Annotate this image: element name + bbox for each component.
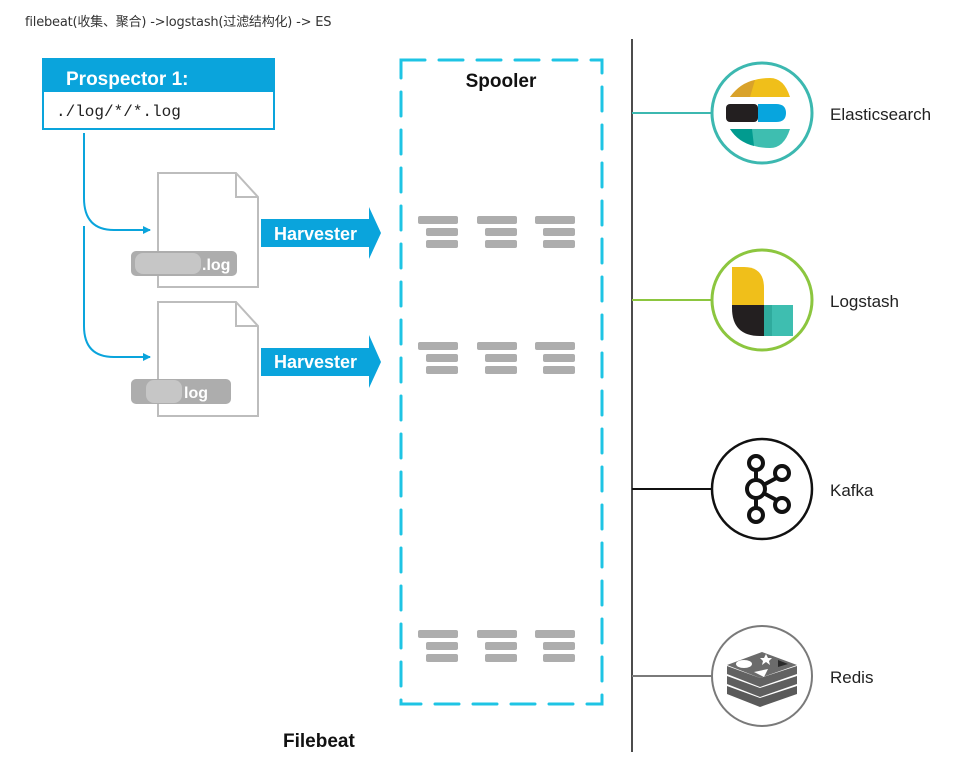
file-name-1: .log (202, 257, 230, 274)
event-stack-icon (477, 630, 517, 662)
event-bar (418, 630, 458, 638)
output-label-kafka: Kafka (830, 481, 874, 500)
harvester-label-1: Harvester (274, 224, 357, 244)
harvester-label-2: Harvester (274, 352, 357, 372)
event-stack-icon (535, 630, 575, 662)
event-bar (543, 228, 575, 236)
output-logstash[interactable]: Logstash (632, 248, 899, 352)
event-bar (485, 240, 517, 248)
caption: filebeat(收集、聚合) ->logstash(过滤结构化) -> ES (25, 15, 332, 30)
event-bar (426, 228, 458, 236)
event-bar (535, 630, 575, 638)
event-bar (426, 240, 458, 248)
event-bar (543, 240, 575, 248)
spooler-event-row (418, 342, 575, 374)
event-stack-icon (477, 216, 517, 248)
event-bar (543, 366, 575, 374)
event-stack-icon (418, 216, 458, 248)
log-file-2: log (131, 301, 259, 417)
connector-file-1 (83, 133, 151, 234)
event-bar (418, 342, 458, 350)
event-stack-icon (418, 630, 458, 662)
event-stack-icon (418, 342, 458, 374)
harvester-arrow-2: Harvester (261, 335, 381, 388)
prospector-box: Prospector 1: ./log/*/*.log (42, 58, 275, 130)
event-bar (543, 354, 575, 362)
filebeat-title: Filebeat (283, 731, 355, 752)
event-bar (485, 654, 517, 662)
event-bar (535, 342, 575, 350)
logstash-logo-icon (732, 267, 793, 336)
event-bar (543, 642, 575, 650)
connector-file-2 (83, 226, 151, 361)
file-name-2: log (184, 385, 208, 402)
spooler-event-row (418, 630, 575, 662)
output-elasticsearch[interactable]: Elasticsearch (632, 61, 931, 165)
output-label-logstash: Logstash (830, 292, 899, 311)
event-stack-icon (477, 342, 517, 374)
event-stack-icon (535, 342, 575, 374)
event-stack-icon (535, 216, 575, 248)
log-file-1: .log (131, 172, 259, 288)
output-kafka[interactable]: Kafka (632, 437, 874, 541)
event-bar (535, 216, 575, 224)
redis-logo-icon (727, 652, 797, 707)
event-bar (418, 216, 458, 224)
event-bar (426, 642, 458, 650)
harvester-arrow-1: Harvester (261, 207, 381, 259)
event-bar (485, 366, 517, 374)
event-bar (485, 228, 517, 236)
event-bar (477, 216, 517, 224)
prospector-connectors (83, 133, 151, 361)
event-bar (485, 642, 517, 650)
event-bar (477, 342, 517, 350)
output-label-elasticsearch: Elasticsearch (830, 105, 931, 124)
prospector-title: Prospector 1: (66, 69, 188, 90)
output-label-redis: Redis (830, 668, 873, 687)
event-bar (426, 654, 458, 662)
spooler-event-row (418, 216, 575, 248)
event-bar (426, 366, 458, 374)
spooler-title: Spooler (466, 71, 537, 92)
spooler-event-rows (418, 216, 575, 662)
elasticsearch-logo-icon (726, 78, 790, 148)
event-bar (426, 354, 458, 362)
event-bar (477, 630, 517, 638)
event-bar (543, 654, 575, 662)
spooler-box: Spooler (399, 58, 604, 706)
prospector-path: ./log/*/*.log (56, 103, 181, 121)
event-bar (485, 354, 517, 362)
kafka-logo-icon (745, 454, 791, 524)
output-redis[interactable]: Redis (632, 625, 873, 727)
prospector-header (43, 59, 274, 92)
